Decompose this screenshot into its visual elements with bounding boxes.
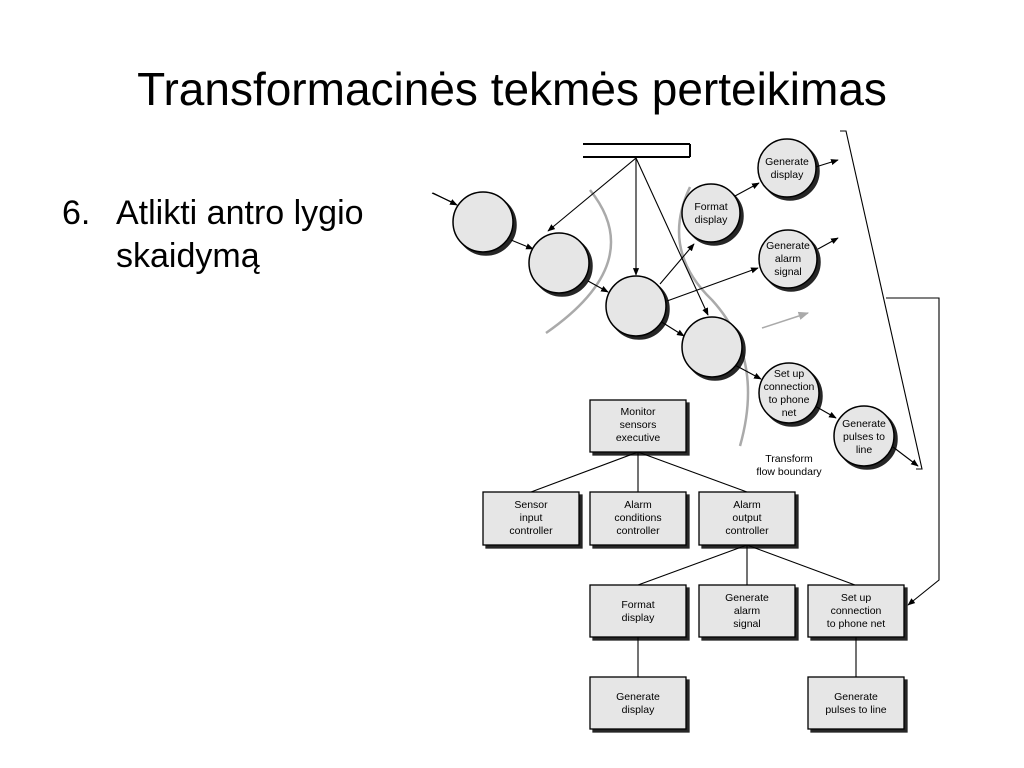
gray-flow-arrow <box>761 311 809 329</box>
flow-boundary-left <box>545 189 613 335</box>
bullet-number: 6. <box>62 194 91 232</box>
bullet-item: 6. Atlikti antro lygio skaidymą <box>62 192 422 277</box>
svg-text:signal: signal <box>774 266 801 278</box>
svg-text:controller: controller <box>725 525 769 537</box>
svg-text:display: display <box>771 169 804 181</box>
slide-title: Transformacinės tekmės perteikimas <box>137 63 887 115</box>
flow-boundary-right <box>677 186 750 447</box>
bubble-generate-pulses: Generate pulses to line <box>833 405 895 467</box>
svg-text:to phone net: to phone net <box>827 618 885 630</box>
bubble-generate-alarm-signal: Generate alarm signal <box>758 229 818 289</box>
svg-text:Set up: Set up <box>774 368 805 380</box>
flow-arrows <box>431 157 919 467</box>
svg-text:controller: controller <box>616 525 660 537</box>
svg-text:Generate: Generate <box>725 592 769 604</box>
svg-text:Sensor: Sensor <box>514 499 548 511</box>
module-alarm-output-controller: Alarm output controller <box>698 491 796 546</box>
svg-text:line: line <box>856 444 873 456</box>
bubble-generate-display: Generate display <box>757 138 817 198</box>
module-alarm-conditions-controller: Alarm conditions controller <box>589 491 687 546</box>
module-format-display: Format display <box>589 584 687 638</box>
svg-text:connection: connection <box>764 381 815 393</box>
data-store <box>583 143 691 158</box>
bubble-transform-center <box>605 275 667 337</box>
svg-text:pulses to: pulses to <box>843 431 885 443</box>
bullet-text: Atlikti antro lygio skaidymą <box>116 194 364 275</box>
svg-text:to phone: to phone <box>769 394 810 406</box>
svg-text:alarm: alarm <box>775 253 802 265</box>
svg-text:alarm: alarm <box>734 605 761 617</box>
bubble-input-1 <box>452 191 514 253</box>
module-generate-pulses-to-line: Generate pulses to line <box>807 676 905 730</box>
svg-text:Generate: Generate <box>834 691 878 703</box>
svg-text:Generate: Generate <box>765 156 809 168</box>
boundary-label: Transform flow boundary <box>756 453 822 478</box>
bubble-set-up-connection: Set up connection to phone net <box>758 362 820 424</box>
module-monitor-sensors-executive: Monitor sensors executive <box>589 399 687 453</box>
svg-text:Alarm: Alarm <box>733 499 761 511</box>
svg-text:display: display <box>695 214 728 226</box>
svg-text:input: input <box>520 512 543 524</box>
svg-text:display: display <box>622 612 655 624</box>
svg-text:Monitor: Monitor <box>620 406 656 418</box>
svg-text:display: display <box>622 704 655 716</box>
bubble-output-4 <box>681 316 743 378</box>
module-generate-display: Generate display <box>589 676 687 730</box>
svg-text:Set up: Set up <box>841 592 872 604</box>
module-sensor-input-controller: Sensor input controller <box>482 491 580 546</box>
svg-text:connection: connection <box>831 605 882 617</box>
svg-text:Generate: Generate <box>616 691 660 703</box>
svg-text:signal: signal <box>733 618 760 630</box>
output-bracket <box>840 130 940 606</box>
svg-text:output: output <box>732 512 761 524</box>
svg-text:Transform: Transform <box>765 453 813 465</box>
svg-text:Format: Format <box>621 599 654 611</box>
module-generate-alarm-signal: Generate alarm signal <box>698 584 796 638</box>
data-flow-diagram: Format display Generate display Generate… <box>431 130 940 606</box>
structure-links <box>530 451 857 677</box>
bubble-format-display: Format display <box>681 183 741 243</box>
module-set-up-connection: Set up connection to phone net <box>807 584 905 638</box>
svg-text:Format: Format <box>694 201 727 213</box>
svg-text:controller: controller <box>509 525 553 537</box>
svg-text:conditions: conditions <box>614 512 661 524</box>
svg-text:sensors: sensors <box>620 419 657 431</box>
svg-text:pulses to line: pulses to line <box>825 704 886 716</box>
svg-text:Generate: Generate <box>842 418 886 430</box>
svg-text:net: net <box>782 407 797 419</box>
bubble-input-2 <box>528 232 590 294</box>
svg-text:Generate: Generate <box>766 240 810 252</box>
svg-text:executive: executive <box>616 432 661 444</box>
svg-text:flow boundary: flow boundary <box>756 466 822 478</box>
structure-chart: Monitor sensors executive Sensor input c… <box>482 399 905 730</box>
svg-text:Alarm: Alarm <box>624 499 652 511</box>
